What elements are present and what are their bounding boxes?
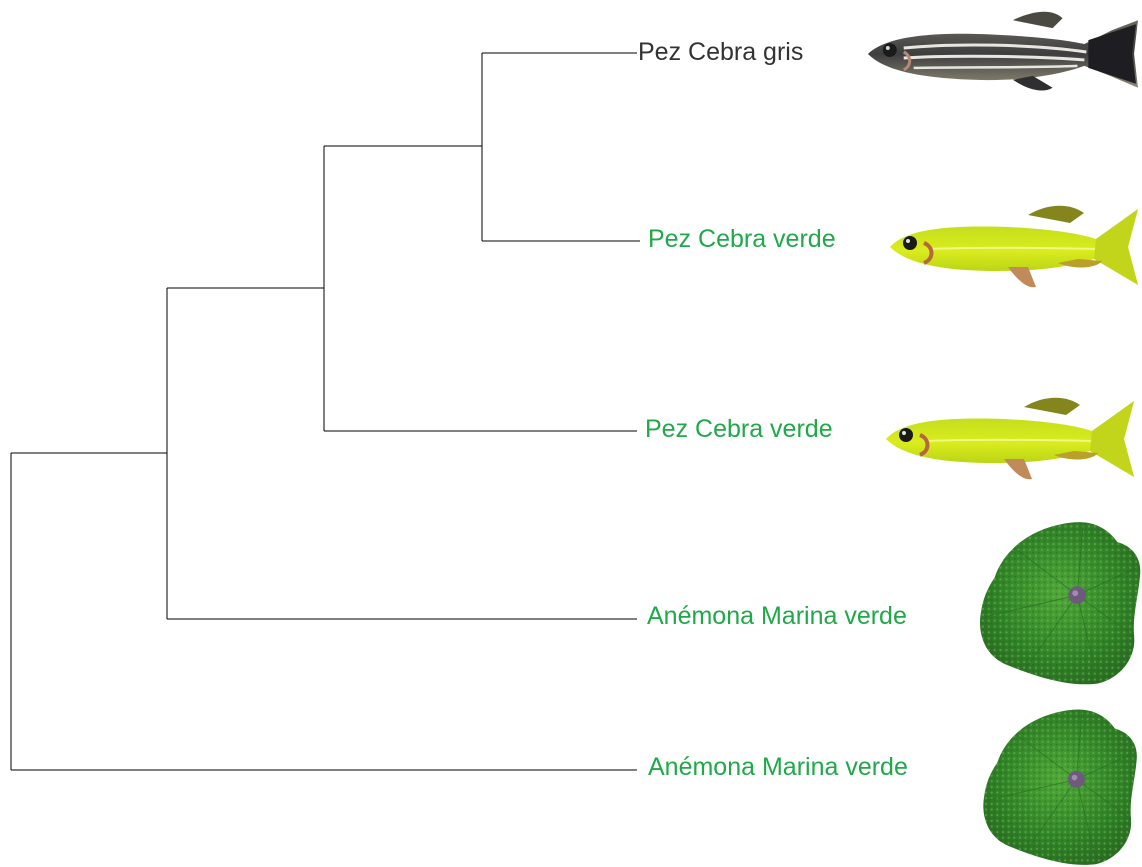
sea-anemone-green-icon bbox=[980, 522, 1140, 684]
zebrafish-gray-icon bbox=[868, 12, 1138, 91]
sea-anemone-green-icon bbox=[983, 709, 1137, 864]
zebrafish-green-icon bbox=[886, 398, 1134, 480]
zebrafish-green-icon bbox=[890, 206, 1138, 288]
leaf-label-3: Pez Cebra verde bbox=[645, 414, 833, 444]
leaf-label-2: Pez Cebra verde bbox=[648, 224, 836, 254]
leaf-label-1: Pez Cebra gris bbox=[638, 37, 803, 67]
leaf-label-4: Anémona Marina verde bbox=[647, 601, 907, 631]
leaf-label-5: Anémona Marina verde bbox=[648, 752, 908, 782]
